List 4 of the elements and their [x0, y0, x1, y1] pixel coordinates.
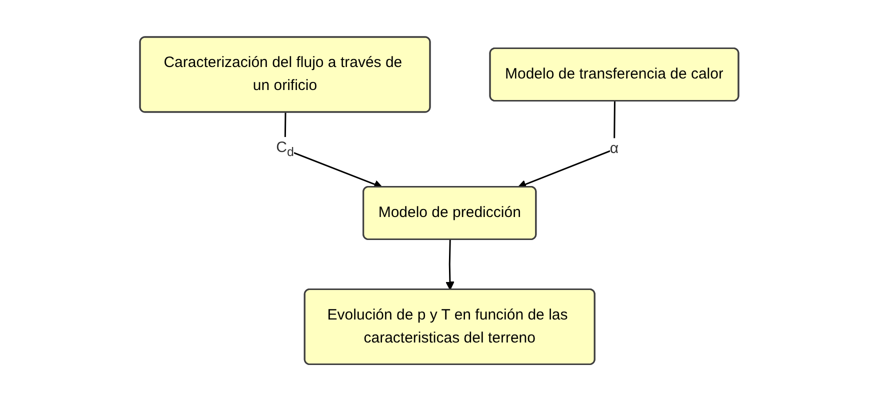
arrow — [445, 240, 454, 290]
edge-label: C$_{d}$ — [276, 138, 294, 159]
edge-label: α — [610, 140, 618, 157]
arrow — [517, 101, 616, 188]
